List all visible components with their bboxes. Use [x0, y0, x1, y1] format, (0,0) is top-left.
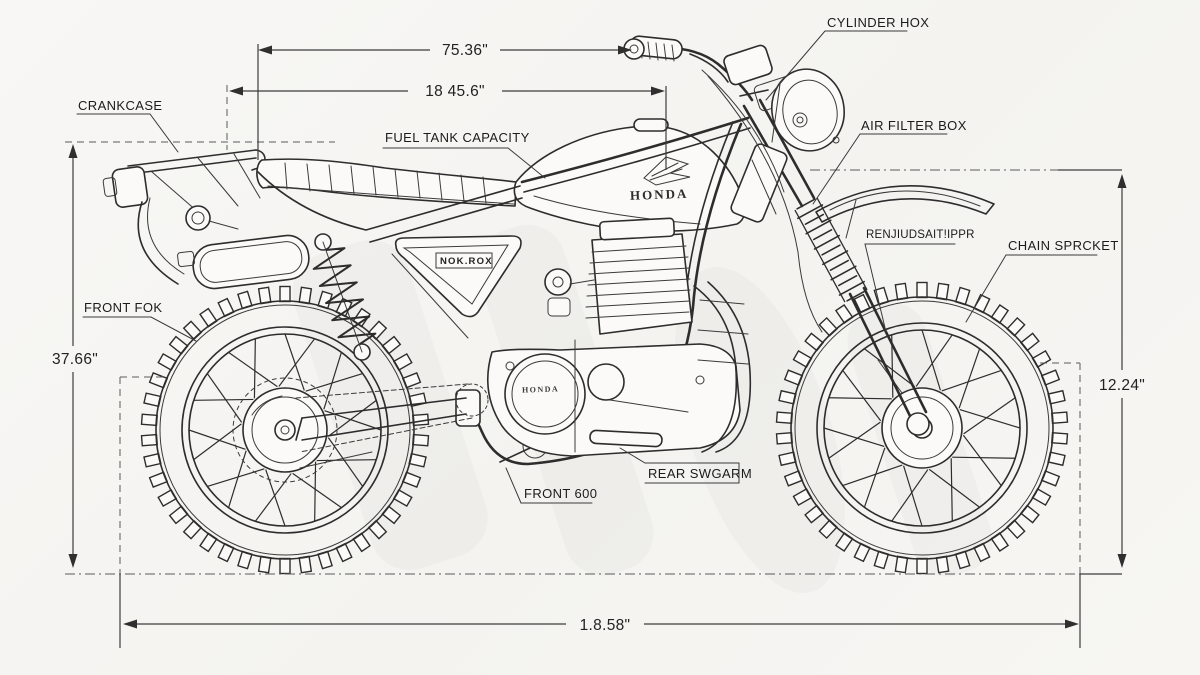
headlight: [771, 68, 845, 152]
motorcycle-drawing: HONDA NOK.ROX: [102, 35, 1069, 575]
label-air-filter-box: AIR FILTER BOX: [812, 118, 967, 205]
fuel-tank: HONDA: [513, 118, 746, 232]
ext-line-bottom-right: [1079, 573, 1122, 648]
tool-bag: [192, 234, 310, 290]
label-front-fork: FRONT FOK: [82, 300, 197, 342]
dim-mid-length-value: 18 45.6": [425, 83, 485, 100]
dim-left-height-value: 37.66": [52, 351, 98, 368]
side-panel: NOK.ROX: [394, 235, 522, 318]
label-fuel-tank-text: FUEL TANK CAPACITY: [385, 130, 530, 145]
dimension-top-length: 75.36": [258, 42, 632, 59]
callout-labels: CRANKCASE FRONT FOK FUEL TANK CAPACITY C…: [76, 15, 1119, 504]
handlebar: [623, 35, 823, 333]
kick-pedal: [589, 429, 663, 448]
label-fork-caption-text: RENJIUDSAIT!IPPR: [866, 229, 975, 241]
label-crankcase-text: CRANKCASE: [78, 98, 163, 113]
label-crankcase: CRANKCASE: [76, 98, 179, 153]
label-front-engine-text: FRONT 600: [524, 486, 597, 501]
seat: [256, 158, 517, 207]
front-number-plate: [730, 143, 788, 223]
swingarm: [295, 397, 467, 441]
tank-logo-text: HONDA: [630, 186, 689, 203]
label-cylinder-text: CYLINDER HOX: [827, 15, 929, 30]
dimension-left-height: 37.66": [52, 144, 98, 568]
fuel-cap: [633, 118, 669, 132]
wheel-box-right: [1040, 362, 1081, 574]
label-air-filter-text: AIR FILTER BOX: [861, 118, 967, 133]
label-front-fork-text: FRONT FOK: [84, 300, 162, 315]
label-fuel-tank-capacity: FUEL TANK CAPACITY: [382, 130, 546, 179]
fork-gaiter: [794, 197, 868, 303]
label-chain-sprocket-text: CHAIN SPRCKET: [1008, 238, 1119, 253]
label-rear-swingarm-text: REAR SWGARM: [648, 466, 752, 481]
chain: [295, 383, 489, 453]
turn-signal: [185, 205, 239, 231]
rear-rack: [127, 149, 266, 213]
dim-right-height-value: 12.24": [1099, 377, 1145, 394]
speedometer: [723, 44, 773, 86]
label-front-engine: FRONT 600: [505, 467, 597, 504]
dimension-annotations: 75.36" 18 45.6" 37.66" 12.24": [52, 42, 1145, 648]
dimension-right-height: 12.24": [1099, 174, 1145, 568]
brake-lever: [689, 53, 729, 83]
engine: HONDA: [486, 217, 741, 457]
exhaust-pipe: [693, 281, 752, 453]
front-wheel: [775, 281, 1069, 575]
front-fender: [815, 185, 995, 239]
dimension-mid-length: 18 45.6": [229, 83, 665, 100]
frame: [257, 116, 751, 466]
label-cylinder-head: CYLINDER HOX: [765, 15, 929, 101]
rear-sprocket: [232, 377, 338, 483]
rear-fender: [137, 197, 310, 290]
engine-case-text: HONDA: [522, 384, 560, 394]
label-rear-swingarm: REAR SWGARM: [619, 447, 752, 484]
dimension-bottom-length: 1.8.58": [123, 617, 1079, 634]
dim-top-length-value: 75.36": [442, 42, 488, 59]
clutch-cover: [504, 353, 586, 435]
wheel-box-left: [119, 376, 168, 574]
brake-cable: [707, 75, 823, 333]
crankcase-body: [486, 343, 741, 457]
label-chain-sprocket: CHAIN SPRCKET: [965, 238, 1119, 323]
rear-shock: [312, 233, 377, 361]
axle-clamp: [906, 412, 930, 436]
tail-light: [102, 166, 149, 208]
label-fork-caption: RENJIUDSAIT!IPPR: [864, 229, 975, 333]
brake-rod: [299, 451, 373, 469]
front-sprocket: [455, 383, 489, 417]
side-panel-badge: [435, 252, 493, 269]
carburetor: [544, 268, 595, 317]
throttle-cable: [701, 69, 785, 193]
dim-bottom-length-value: 1.8.58": [580, 617, 631, 634]
side-panel-badge-text: NOK.ROX: [440, 256, 493, 267]
rear-wheel: [140, 285, 430, 575]
cylinder-head: [598, 217, 676, 241]
